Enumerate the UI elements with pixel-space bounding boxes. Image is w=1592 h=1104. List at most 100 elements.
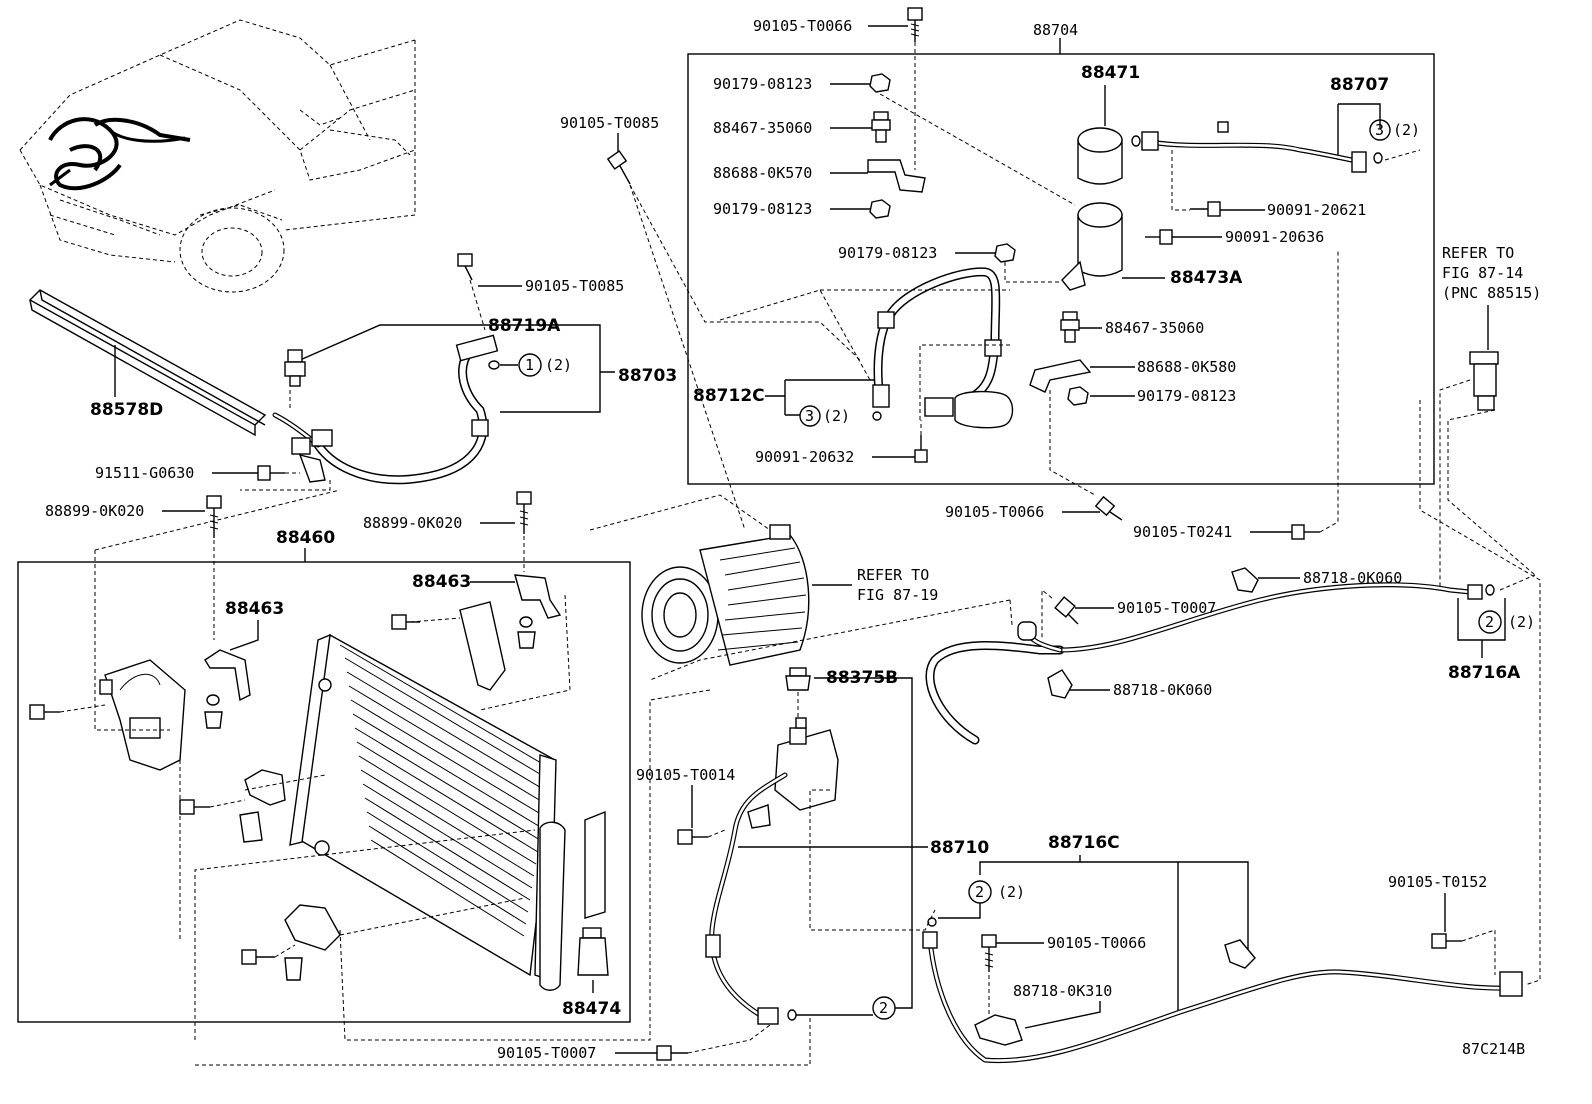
bolt-icon: [29, 704, 60, 720]
seal-strip-88578D: [28, 289, 267, 437]
o-ring-icon: [787, 1009, 797, 1021]
pipe-88716C: [922, 931, 1523, 1064]
label-90105-T0007-b: 90105-T0007: [497, 1044, 596, 1062]
nut-icon: [206, 694, 220, 706]
label-88718-0K060-a: 88718-0K060: [1303, 569, 1402, 587]
label-88899-0K020-a: 88899-0K020: [45, 502, 144, 520]
label-88719A: 88719A: [488, 316, 561, 336]
clamp-icon: [284, 904, 341, 951]
hose-88712C: [872, 267, 1014, 429]
cushion-icon: [239, 811, 263, 843]
nut-icon: [1067, 386, 1089, 406]
bolt-icon: [1431, 933, 1462, 949]
ring-callout-3: [1369, 119, 1391, 141]
label-90105-T0241: 90105-T0241: [1133, 523, 1232, 541]
label-refer-87-19-l2: FIG 87-19: [857, 586, 938, 604]
expansion-valve-icon: [1469, 351, 1499, 411]
bolt-icon: [656, 1045, 688, 1061]
label-88474: 88474: [562, 999, 621, 1019]
label-90091-20621: 90091-20621: [1267, 201, 1366, 219]
label-88718-0K060-b: 88718-0K060: [1113, 681, 1212, 699]
receiver-cap-icon: [1077, 127, 1123, 185]
cushion-icon: [284, 957, 303, 981]
bracket-assembly-left: [99, 659, 186, 771]
bolt-icon: [1190, 201, 1221, 217]
o-ring-icon: [927, 917, 937, 927]
label-refer-87-19-l1: REFER TO: [857, 566, 929, 584]
label-refer-87-14-l2: FIG 87-14: [1442, 264, 1523, 282]
ring-number: 1: [525, 356, 534, 374]
pipe-88707: [1131, 121, 1367, 173]
compressor: [641, 524, 810, 666]
bracket-icon: [459, 601, 506, 691]
label-88578D: 88578D: [90, 400, 163, 420]
grommet-icon: [871, 111, 891, 143]
label-88688-0K570: 88688-0K570: [713, 164, 812, 182]
label-91511-G0630: 91511-G0630: [95, 464, 194, 482]
hose-88703: [272, 334, 499, 485]
cushion-icon: [204, 711, 223, 729]
clamp-icon: [1231, 567, 1259, 593]
clamp-icon: [1047, 669, 1073, 699]
label-88463-b: 88463: [412, 572, 471, 592]
hose-88716A: [925, 582, 1483, 745]
bracket-icon: [514, 574, 562, 619]
label-88716C: 88716C: [1048, 833, 1120, 853]
grommet-icon: [1060, 311, 1080, 343]
label-88712C: 88712C: [693, 386, 765, 406]
o-ring-icon: [872, 411, 882, 421]
receiver-88473A: [1061, 202, 1123, 291]
bolt-icon: [457, 253, 473, 281]
cap-88375B: [785, 667, 811, 691]
cushion-icon: [517, 631, 536, 649]
bolt-icon: [914, 435, 928, 463]
ring-quantity: (2): [998, 883, 1025, 901]
o-ring-icon: [1373, 152, 1383, 164]
assembly-box-88704: [687, 53, 1435, 485]
assembly-box-88460: [17, 561, 631, 1023]
bolt-icon: [907, 7, 923, 42]
label-88718-0K310: 88718-0K310: [1013, 982, 1112, 1000]
label-88704: 88704: [1033, 21, 1078, 39]
label-88460: 88460: [276, 528, 335, 548]
ring-number: 2: [975, 883, 984, 901]
bolt-icon: [179, 799, 210, 815]
o-ring-icon: [488, 360, 500, 370]
ring-callout-2: [872, 996, 896, 1020]
label-90179-08123-b: 90179-08123: [713, 200, 812, 218]
bolt-icon: [1145, 229, 1173, 245]
bolt-icon: [241, 949, 275, 965]
ring-callout-3: [799, 405, 821, 427]
label-90091-20636: 90091-20636: [1225, 228, 1324, 246]
figure-code: 87C214B: [1462, 1040, 1525, 1058]
bolt-icon: [391, 614, 420, 630]
bolt-icon: [1094, 495, 1123, 521]
ring-quantity: (2): [1508, 613, 1535, 631]
ring-callout-2: [1478, 610, 1502, 634]
bolt-icon: [1054, 596, 1079, 625]
condenser-core: [289, 633, 566, 991]
pipe-88710: [705, 772, 788, 1025]
bolt-icon: [606, 150, 631, 185]
bolt-icon: [516, 491, 532, 534]
label-90179-08123-c: 90179-08123: [838, 244, 937, 262]
bolt-icon: [1291, 524, 1320, 540]
label-88716A: 88716A: [1448, 663, 1521, 683]
label-90105-T0066-mid: 90105-T0066: [945, 503, 1044, 521]
label-90105-T0085-a: 90105-T0085: [560, 114, 659, 132]
bracket-icon: [867, 159, 926, 193]
label-88473A: 88473A: [1170, 268, 1243, 288]
label-88710: 88710: [930, 838, 989, 858]
nut-icon: [519, 616, 533, 628]
label-refer-87-14-l1: REFER TO: [1442, 244, 1514, 262]
ring-number: 3: [805, 407, 814, 425]
nut-icon: [994, 243, 1016, 263]
label-88688-0K580: 88688-0K580: [1137, 358, 1236, 376]
label-90179-08123-d: 90179-08123: [1137, 387, 1236, 405]
label-90105-T0066-low: 90105-T0066: [1047, 934, 1146, 952]
label-90105-T0066-top: 90105-T0066: [753, 17, 852, 35]
clamp-icon: [244, 769, 286, 806]
label-90105-T0007-a: 90105-T0007: [1117, 599, 1216, 617]
